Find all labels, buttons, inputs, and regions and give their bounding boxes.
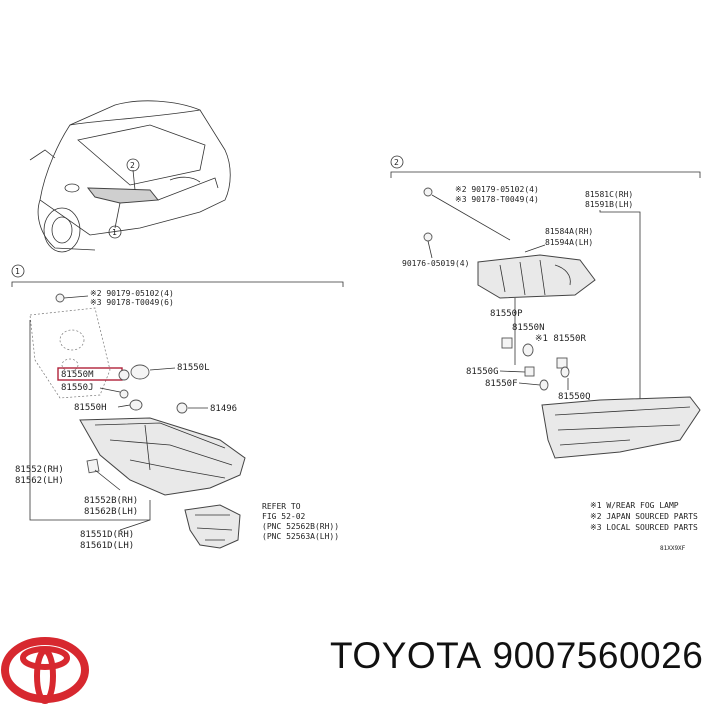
bulb-r-icon: [560, 366, 570, 378]
s2-81594A: 81594A(LH): [545, 238, 593, 247]
brand-name: TOYOTA: [330, 635, 482, 676]
parts-diagram: 2 1 1 ※2 90179-05102(4) ※3 90178-T0049(6…: [11, 100, 701, 552]
bulb-81550H-icon: [129, 399, 143, 411]
s2-81581C: 81581C(RH): [585, 190, 633, 199]
s1-refer-1: REFER TO: [262, 502, 301, 511]
grommet-icon: [176, 402, 188, 414]
car-rear-illustration: [29, 100, 231, 253]
s2-bolt-a: ※2 90179-05102(4): [455, 185, 539, 194]
s2-note-3: ※3 LOCAL SOURCED PARTS: [590, 523, 698, 532]
section-2-marker: [390, 155, 404, 169]
garnish-housing: [477, 254, 596, 299]
s1-81496: 81496: [210, 404, 237, 414]
s1-81562: 81562(LH): [15, 476, 64, 486]
product-title: TOYOTA 9007560026: [330, 635, 703, 677]
callout-1-text: 1: [112, 228, 117, 237]
tail-lamp-body: [79, 417, 246, 496]
clip-icon: [423, 232, 433, 242]
s2-81550R: ※1 81550R: [535, 334, 586, 344]
s2-81550N: 81550N: [512, 323, 545, 333]
s1-81562B: 81562B(LH): [84, 507, 138, 517]
s2-81591B: 81591B(LH): [585, 200, 633, 209]
s2-81550G: 81550G: [466, 367, 499, 377]
s2-81550F: 81550F: [485, 379, 518, 389]
callout-1-circle: [108, 225, 122, 239]
s1-81550J: 81550J: [61, 383, 94, 393]
s2-81584A: 81584A(RH): [545, 227, 593, 236]
s1-81550H: 81550H: [74, 403, 107, 413]
s1-81550M: 81550M: [61, 370, 94, 380]
s1-81561D: 81561D(LH): [80, 541, 134, 551]
section-2: 2 ※2 90179-05102(4) ※3 90178-T0049(4) 81…: [390, 155, 701, 552]
socket-icon: [118, 369, 130, 381]
s2-note-2: ※2 JAPAN SOURCED PARTS: [590, 512, 698, 521]
s2-81550Q: 81550Q: [558, 392, 591, 402]
s1-81550L: 81550L: [177, 363, 210, 373]
toyota-logo-icon: [1, 637, 89, 704]
bolt-icon-2: [423, 187, 433, 197]
bolt-icon: [55, 293, 65, 303]
section-1-marker: [11, 264, 25, 278]
bulb-f-icon: [539, 379, 549, 391]
s1-refer-4: (PNC 52563A(LH)): [262, 532, 339, 541]
s1-refer-2: FIG 52-02: [262, 512, 306, 521]
socket-r-icon: [556, 357, 568, 369]
section-2-header: 2: [394, 158, 399, 167]
socket-g-icon: [524, 366, 535, 377]
s2-clip: 90176-05019(4): [402, 259, 469, 268]
s2-bolt-b: ※3 90178-T0049(4): [455, 195, 539, 204]
socket-small-icon: [119, 389, 129, 399]
section-1-header: 1: [15, 267, 20, 276]
s1-bolt-b: ※3 90178-T0049(6): [90, 298, 174, 307]
bulb-n-icon: [522, 343, 534, 357]
reflector-bracket: [184, 504, 241, 549]
s2-note-1: ※1 W/REAR FOG LAMP: [590, 501, 679, 510]
s1-81551D: 81551D(RH): [80, 530, 134, 540]
s1-81552: 81552(RH): [15, 465, 64, 475]
s2-81550P: 81550P: [490, 309, 523, 319]
s2-code: 81XX9XF: [660, 545, 686, 552]
callout-2-circle: [126, 158, 140, 172]
bulb-81550L-icon: [130, 364, 150, 380]
s1-81552B: 81552B(RH): [84, 496, 138, 506]
gasket-icon: [86, 458, 100, 474]
part-number: 9007560026: [492, 635, 704, 676]
socket-p-icon: [501, 337, 513, 349]
callout-2-text: 2: [130, 161, 135, 170]
section-1: 1 ※2 90179-05102(4) ※3 90178-T0049(6) 81…: [11, 264, 344, 551]
s1-refer-3: (PNC 52562B(RH)): [262, 522, 339, 531]
s1-bolt-a: ※2 90179-05102(4): [90, 289, 174, 298]
